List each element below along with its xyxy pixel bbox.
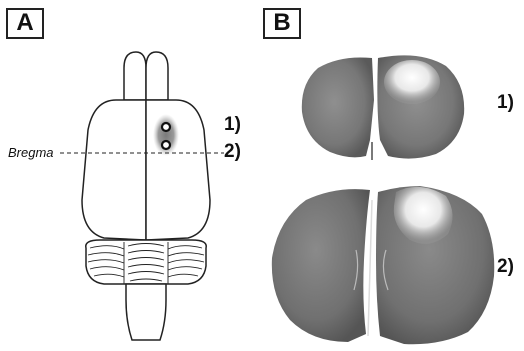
bregma-label: Bregma [8,145,54,160]
coronal-section-1 [302,55,464,160]
olfactory-bulb-left [124,52,146,100]
hemisphere-left [82,100,146,240]
section-1-label: 1) [497,92,514,114]
olfactory-bulb-right [146,52,168,100]
brainstem [126,284,166,340]
coronal-section-2 [272,186,494,344]
cerebellum [86,240,206,284]
injection-site-2 [162,141,170,149]
marker-2-label: 2) [224,141,241,163]
brain-schematic [82,52,210,340]
hemisphere-right [146,100,210,240]
injection-site-1 [162,123,170,131]
section-1-lesion [384,60,440,104]
section-2-label: 2) [497,256,514,278]
section-1-left-hemisphere [302,57,374,157]
marker-1-label: 1) [224,114,241,136]
section-2-left-hemisphere [272,189,370,342]
